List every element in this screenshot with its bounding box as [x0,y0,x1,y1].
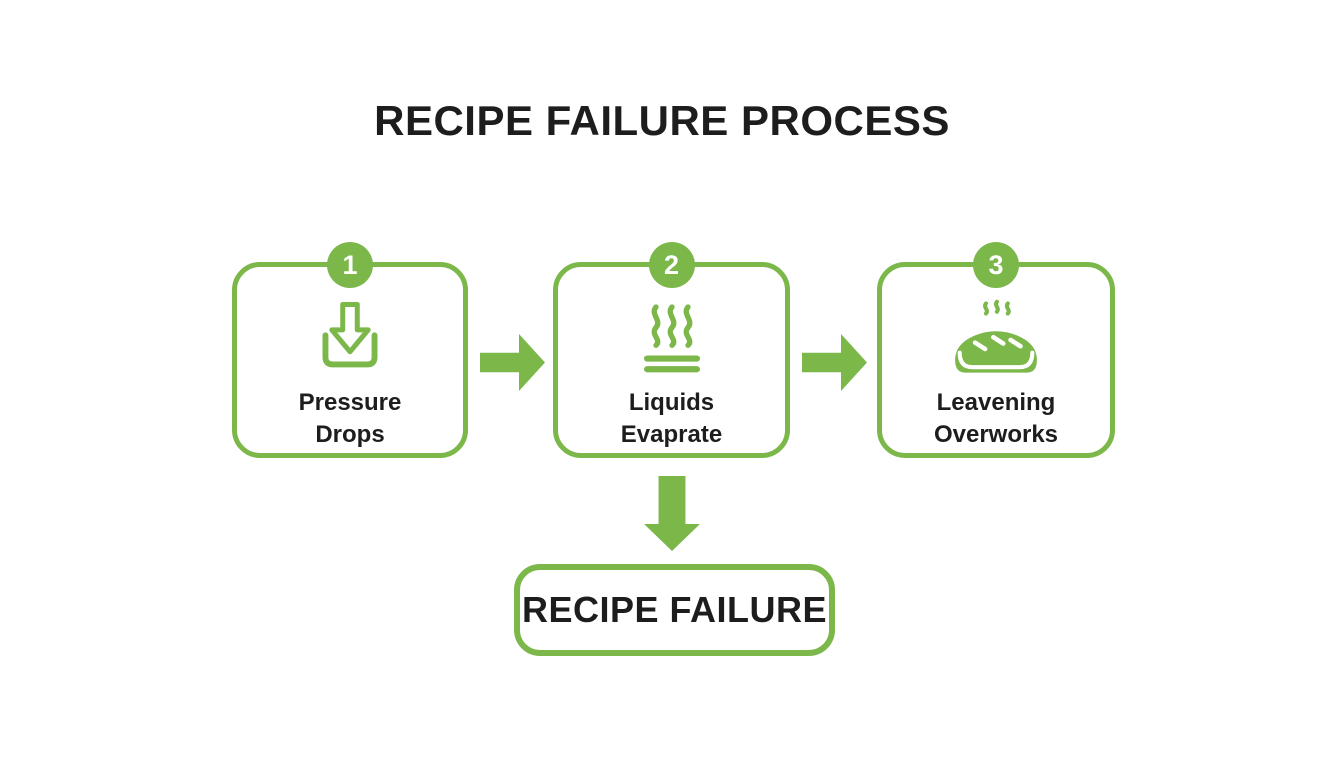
step-box-leavening-overworks: 3 Leavening Overworks [877,242,1115,458]
download-tray-icon [300,299,400,379]
step-number-badge: 3 [973,242,1019,288]
right-arrow-icon [480,334,545,391]
page-title: RECIPE FAILURE PROCESS [374,97,950,144]
bread-icon [946,299,1046,379]
step-label: Liquids Evaprate [620,389,723,448]
step-number-badge: 1 [327,242,373,288]
down-arrow-icon [644,476,700,551]
steam-icon [622,299,722,379]
step-label: Pressure Drops [298,389,402,448]
right-arrow-icon [802,334,867,391]
step-number-badge: 2 [648,242,695,288]
result-label: RECIPE FAILURE [521,589,828,630]
step-box-liquids-evaporate: 2 Liquids Evaprate [553,242,790,458]
step-box-pressure-drops: 1 Pressure Drops [232,242,468,458]
step-label: Leavening Overworks [933,389,1059,448]
result-box: RECIPE FAILURE [514,564,835,656]
